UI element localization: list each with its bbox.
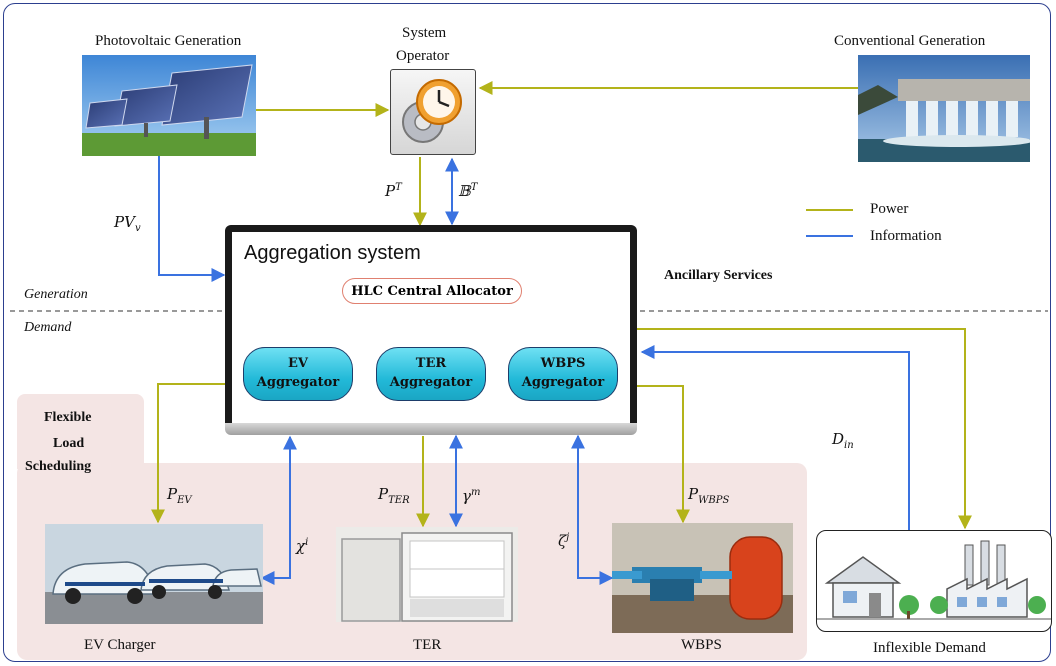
ter-label: TER [413,637,442,653]
p-ev-signal: PEV [167,485,192,506]
legend-power-label: Power [870,201,909,217]
ter-image [336,527,518,622]
ter-aggregator: TER Aggregator [376,347,486,401]
wbps-image [612,523,793,633]
ev-aggregator-line1: EV [288,356,308,372]
demand-zone-label: Demand [24,320,72,335]
b-t-signal: 𝔹T [458,182,478,200]
inflexible-info-link [640,345,910,530]
system-operator-box [390,69,476,155]
clock-gear-icon [402,79,462,143]
ev-charger-label: EV Charger [84,637,156,653]
zeta-j-signal: ζj [558,532,570,550]
inflexible-demand-label: Inflexible Demand [873,640,986,656]
pv-label: Photovoltaic Generation [95,33,242,49]
operator-label-line2: Operator [396,48,450,64]
ter-aggregator-line1: TER [415,356,447,372]
ter-aggregator-line2: Aggregator [389,375,473,390]
pv-to-aggregation-info [158,155,226,282]
wbps-info-link [571,434,614,585]
wbps-label: WBPS [681,637,722,653]
ev-power-link [151,383,225,524]
chi-i-signal: χi [296,537,309,555]
flexible-label-line1: Flexible [44,410,92,425]
monitor-stand [225,423,637,435]
gamma-m-signal: γm [462,487,481,505]
legend-information-label: Information [870,228,942,244]
generation-zone-label: Generation [24,287,88,302]
flexible-label-line2: Load [53,436,85,451]
flexible-label-line3: Scheduling [25,459,92,474]
ev-charger-image [45,524,263,624]
aggregation-title: Aggregation system [244,242,421,264]
ev-aggregator-line2: Aggregator [256,375,340,390]
pv-image [82,55,256,156]
p-wbps-signal: PWBPS [688,485,730,506]
hlc-central-allocator: HLC Central Allocator [342,278,522,304]
p-ter-signal: PTER [378,485,410,506]
conventional-image [858,55,1030,162]
ev-aggregator: EV Aggregator [243,347,353,401]
diagram-frame [3,3,1051,662]
flexible-load-tab [17,394,144,469]
d-in-signal: Din [832,430,854,451]
wbps-aggregator: WBPS Aggregator [508,347,618,401]
inflexible-demand-box [816,530,1052,632]
conventional-label: Conventional Generation [834,33,986,49]
inflexible-power-link [637,328,972,530]
p-t-signal: PT [385,182,402,200]
pv-v-signal: PVv [114,213,141,234]
wbps-aggregator-line2: Aggregator [521,375,605,390]
wbps-aggregator-line1: WBPS [540,356,586,372]
wbps-power-link [637,385,690,524]
ev-info-link [260,435,297,585]
operator-label-line1: System [402,25,447,41]
ancillary-services-label: Ancillary Services [664,268,773,283]
